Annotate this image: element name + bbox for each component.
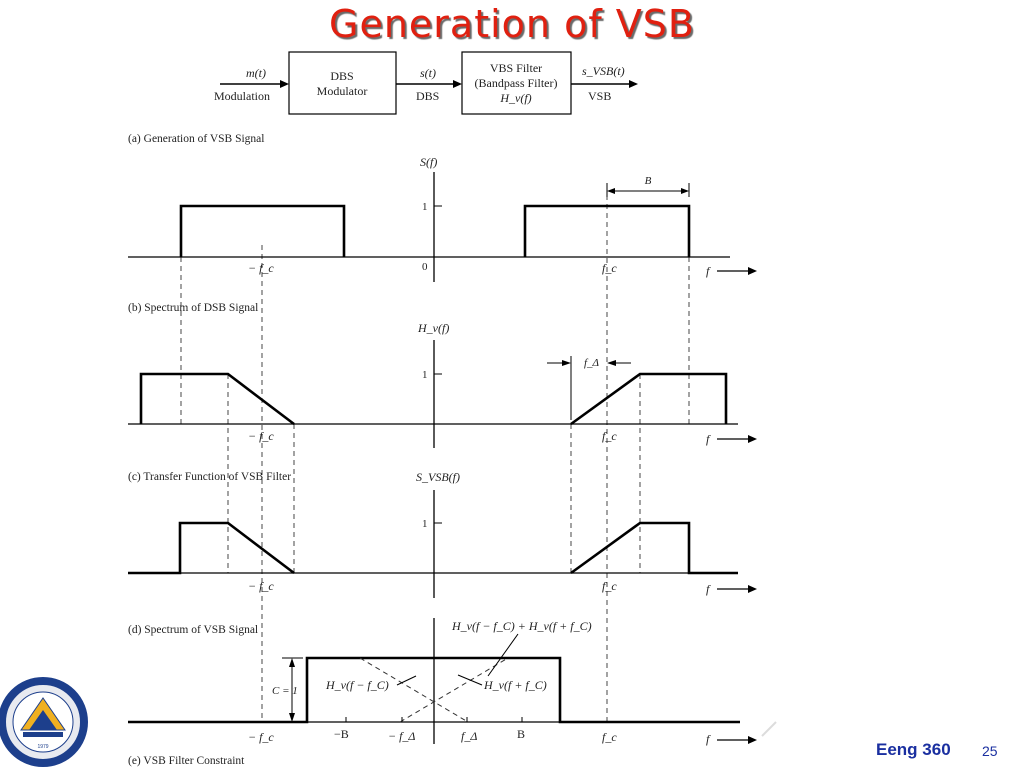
caption-e: (e) VSB Filter Constraint (128, 755, 245, 767)
block2-line1: VBS Filter (490, 61, 542, 75)
filter-ylabel: H_v(f) (417, 321, 449, 335)
fdelta-tick-label: f_Δ (461, 729, 477, 743)
vsb-ylabel: S_VSB(f) (416, 470, 460, 484)
fc-label: f_c (602, 730, 617, 744)
slide-title: Generation of VSB (329, 2, 695, 46)
left-filter-label: H_v(f − f_C) (325, 678, 389, 692)
input-label: Modulation (214, 89, 270, 103)
neg-fc-label: − f_c (248, 429, 274, 443)
caption-a: (a) Generation of VSB Signal (128, 133, 264, 145)
c-equals-one-label: C = 1 (272, 685, 298, 697)
neg-fc-label: − f_c (248, 261, 274, 275)
fc-label: f_c (602, 579, 617, 593)
panel-vsb-spectrum: S_VSB(f) 1 − f_c f_c f (128, 470, 757, 598)
block1-line1: DBS (330, 69, 353, 83)
panel-vsb-filter: f_Δ H_v(f) 1 − f_c f_c f (128, 321, 757, 448)
neg-fdelta-label: − f_Δ (388, 729, 415, 743)
vbs-filter-block (461, 51, 572, 115)
level-one: 1 (422, 201, 428, 213)
block2-line2: (Bandpass Filter) (475, 76, 558, 90)
caption-d: (d) Spectrum of VSB Signal (128, 624, 258, 636)
bandwidth-label: B (645, 175, 652, 187)
caption-b: (b) Spectrum of DSB Signal (128, 302, 258, 314)
block-diagram: m(t) Modulation DBS Modulator s(t) DBS V… (214, 51, 638, 115)
freq-axis-label: f (706, 582, 711, 596)
b-label: B (517, 727, 525, 741)
panel-dsb-spectrum: B S(f) 1 0 − f_c f_c f (128, 155, 757, 282)
level-one: 1 (422, 518, 428, 530)
footer-course-label: Eeng 360 (876, 740, 951, 759)
level-one: 1 (422, 369, 428, 381)
block1-line2: Modulator (317, 84, 368, 98)
dbs-modulator-block (288, 51, 397, 115)
input-signal-label: m(t) (246, 66, 266, 80)
university-logo: 1979 (0, 677, 88, 767)
neg-b-label: −B (334, 727, 349, 741)
spectrum-ylabel: S(f) (420, 155, 437, 169)
freq-axis-label: f (706, 432, 711, 446)
origin-label: 0 (422, 261, 428, 273)
decorative-swoosh (761, 721, 777, 737)
fc-label: f_c (602, 429, 617, 443)
fdelta-label: f_Δ (584, 357, 599, 369)
output-signal-label: s_VSB(t) (582, 64, 625, 78)
panel-filter-constraint: C = 1 H_v(f − f_C) + H_v(f + f_C) H_v(f … (128, 618, 757, 746)
caption-c: (c) Transfer Function of VSB Filter (128, 471, 291, 483)
fc-label: f_c (602, 261, 617, 275)
freq-axis-label: f (706, 264, 711, 278)
output-label: VSB (588, 89, 611, 103)
logo-year: 1979 (37, 744, 48, 750)
mid-label: DBS (416, 89, 439, 103)
block2-line3: H_v(f) (499, 91, 531, 105)
neg-fc-label: − f_c (248, 730, 274, 744)
right-filter-label: H_v(f + f_C) (483, 678, 547, 692)
neg-fc-label: − f_c (248, 579, 274, 593)
mid-signal-label: s(t) (420, 66, 436, 80)
guide-lines (180, 186, 690, 722)
freq-axis-label: f (706, 732, 711, 746)
sum-label: H_v(f − f_C) + H_v(f + f_C) (451, 619, 592, 633)
footer-page-number: 25 (982, 743, 998, 759)
